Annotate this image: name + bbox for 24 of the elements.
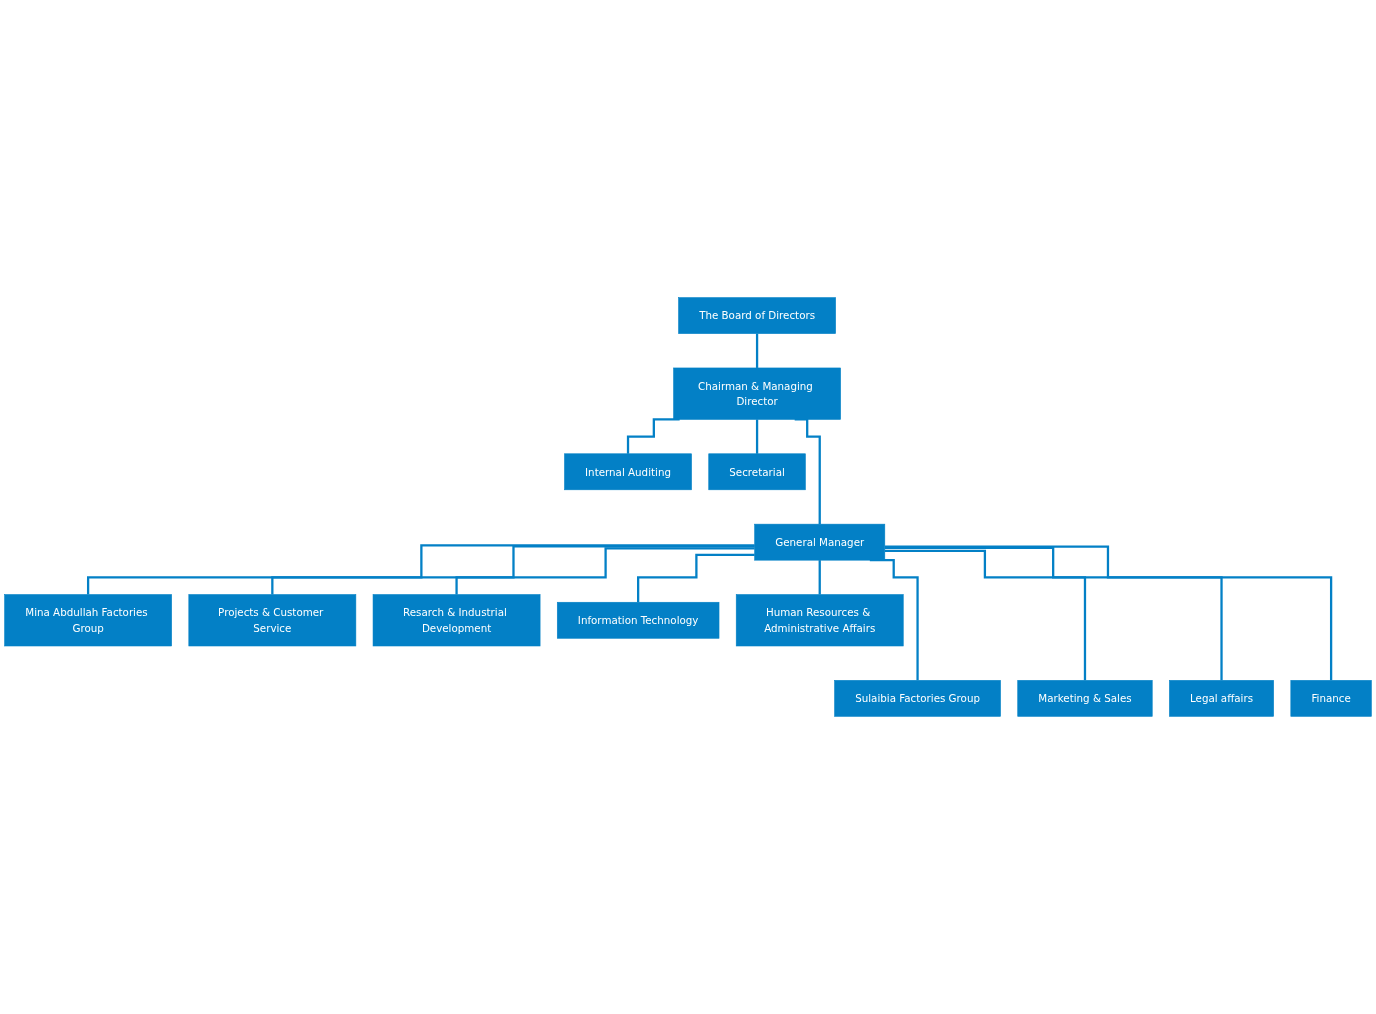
node-box: Internal Auditing bbox=[564, 453, 692, 491]
connector bbox=[884, 546, 1223, 682]
connector bbox=[884, 545, 1333, 682]
connector bbox=[86, 544, 755, 596]
node-box: Projects & Customer Service bbox=[188, 594, 357, 647]
node-box: The Board of Directors bbox=[678, 297, 836, 334]
node-box: Secretarial bbox=[708, 453, 806, 491]
node-box: General Manager bbox=[754, 523, 886, 561]
connector bbox=[818, 559, 821, 596]
connector bbox=[626, 418, 680, 455]
node-box: Mina Abdullah Factories Group bbox=[4, 594, 172, 647]
connector bbox=[455, 547, 755, 596]
connector bbox=[271, 545, 755, 596]
node-box: Human Resources & Administrative Affairs bbox=[735, 594, 904, 647]
node-box: Sulaibia Factories Group bbox=[834, 680, 1001, 717]
connector bbox=[755, 418, 759, 455]
connector bbox=[637, 553, 755, 604]
node-box: Legal affairs bbox=[1169, 680, 1274, 717]
node-box: Information Technology bbox=[556, 601, 720, 639]
node-box: Chairman & Managing Director bbox=[673, 367, 841, 420]
node-box: Finance bbox=[1290, 680, 1372, 717]
connector bbox=[884, 549, 1087, 682]
node-box: Marketing & Sales bbox=[1017, 680, 1153, 717]
node-box: Resarch & Industrial Development bbox=[372, 594, 541, 647]
